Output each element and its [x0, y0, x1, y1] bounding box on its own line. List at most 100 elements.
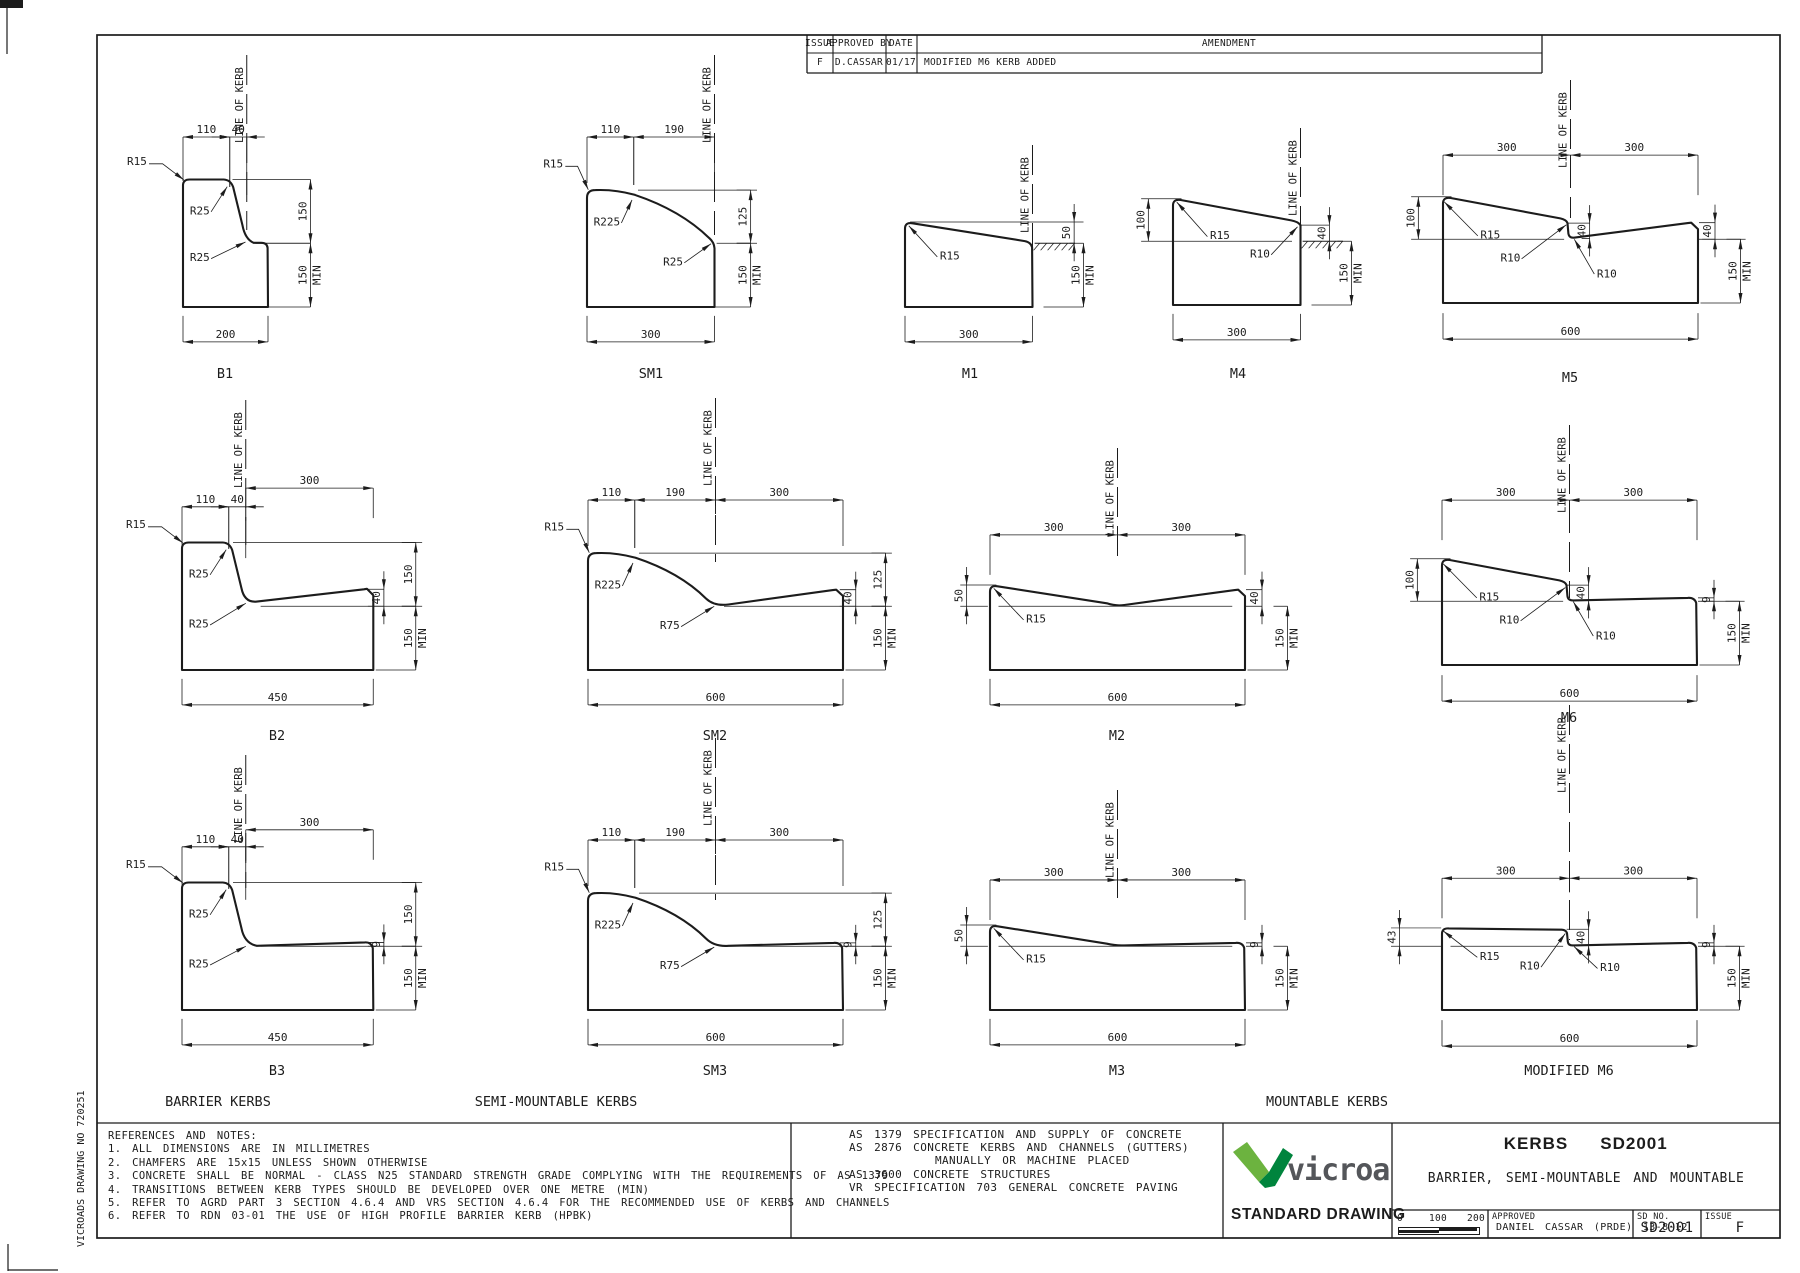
arrowhead	[246, 135, 257, 139]
arrowhead	[1443, 563, 1452, 573]
radius-label: R15	[126, 518, 146, 531]
radius-label: R25	[189, 618, 209, 631]
dim-label: 150	[402, 968, 415, 988]
dim-label: 300	[300, 816, 320, 829]
arrowhead	[1560, 153, 1571, 158]
kerb-outline-M1	[903, 222, 1034, 309]
arrowhead	[833, 1042, 843, 1047]
line-of-kerb-label: LINE OF KERB	[233, 412, 245, 488]
arrowhead	[588, 838, 598, 842]
dim-label: 150	[297, 265, 310, 285]
dim-min-label: MIN	[416, 628, 429, 648]
arrowhead	[1569, 498, 1580, 503]
dim-label: 40	[1575, 586, 1588, 599]
arrowhead	[220, 186, 228, 197]
kerb-outline-M2	[988, 585, 1247, 672]
hatch-tick	[1329, 241, 1336, 249]
arrowhead	[701, 243, 712, 252]
dim-label: 40	[231, 493, 244, 506]
line-of-kerb-label: LINE OF KERB	[1105, 460, 1117, 536]
logo-mark-light	[1233, 1142, 1269, 1182]
arrowhead	[1443, 337, 1453, 342]
radius-label: R15	[1026, 952, 1046, 965]
profile-label-MODIFIED M6: MODIFIED M6	[1524, 1063, 1613, 1079]
arrowhead	[219, 549, 227, 560]
line-of-kerb-label: LINE OF KERB	[1557, 717, 1569, 793]
leader-line	[149, 163, 185, 181]
dim-label: 300	[1227, 326, 1247, 339]
dim-label: 600	[1561, 325, 1581, 338]
dim-min-label: MIN	[886, 628, 899, 648]
kerb-outline-M4	[1171, 198, 1302, 307]
arrowhead	[1443, 153, 1453, 158]
arrowhead	[1235, 1042, 1245, 1047]
dim-label: 40	[232, 123, 245, 136]
logo-mark-dark	[1259, 1148, 1293, 1188]
arrowhead	[715, 838, 726, 842]
hatch-tick	[1315, 241, 1322, 249]
arrowhead	[1285, 660, 1290, 670]
arrowhead	[1574, 239, 1582, 249]
arrowhead	[1260, 932, 1264, 943]
dim-label: 150	[1070, 265, 1083, 285]
arrowhead	[413, 596, 418, 607]
radius-label: R75	[660, 619, 680, 632]
arrowhead	[1713, 212, 1717, 223]
line-of-kerb-label: LINE OF KERB	[1288, 140, 1300, 216]
hatch-tick	[1033, 243, 1040, 251]
arrowhead	[1687, 699, 1697, 704]
arrowhead	[624, 498, 635, 502]
title-subtitle: BARRIER, SEMI-MOUNTABLE AND MOUNTABLE	[1427, 1171, 1745, 1186]
arrowhead	[1081, 243, 1086, 254]
arrowhead	[1416, 229, 1421, 240]
arrowhead	[583, 882, 590, 893]
radius-label: R225	[595, 578, 622, 591]
hatch-tick	[1040, 243, 1047, 251]
amendment-issue-value: F	[816, 57, 824, 68]
arrowhead	[1349, 295, 1354, 305]
sd-no-label: SD NO.	[1637, 1212, 1670, 1222]
dim-min-label: MIN	[886, 968, 899, 988]
group-label: BARRIER KERBS	[165, 1094, 271, 1110]
arrowhead	[748, 297, 753, 307]
dim-min-label: MIN	[416, 968, 429, 988]
radius-label: R25	[189, 567, 209, 580]
hatch-tick	[1322, 241, 1329, 249]
dim-label: 300	[1171, 866, 1191, 879]
arrowhead	[1687, 1044, 1697, 1049]
arrowhead	[363, 702, 374, 707]
arrowhead	[1557, 933, 1566, 943]
arrowhead	[1687, 876, 1697, 881]
arrowhead	[236, 603, 246, 611]
arrowhead	[1688, 337, 1698, 342]
dim-label: 50	[953, 929, 966, 942]
dim-label: 125	[872, 910, 885, 930]
arrowhead	[1442, 699, 1452, 704]
arrowhead	[853, 946, 858, 957]
arrowhead	[1574, 946, 1583, 955]
radius-label: R225	[594, 215, 621, 228]
radius-label: R10	[1597, 268, 1617, 281]
arrowhead	[245, 844, 256, 849]
dim-label: 150	[1726, 968, 1739, 988]
arrowhead	[990, 1042, 1000, 1047]
arrowhead	[583, 542, 590, 553]
scale-bar-segment-2	[1439, 1228, 1477, 1231]
arrowhead	[705, 498, 716, 502]
radius-label: R10	[1600, 961, 1620, 974]
arrowhead	[1586, 600, 1591, 611]
arrowhead	[964, 575, 969, 585]
dim-label: 150	[1727, 261, 1740, 281]
arrowhead	[1569, 876, 1580, 881]
arrowhead	[883, 893, 888, 904]
kerb-outline-MODIFIED M6	[1440, 927, 1699, 1012]
arrowhead	[1556, 587, 1566, 596]
dim-label: 125	[737, 207, 750, 227]
dim-label: 9	[1248, 941, 1261, 948]
arrowhead	[748, 243, 753, 254]
arrowhead	[308, 243, 313, 254]
dim-label: 110	[195, 493, 215, 506]
arrowhead	[308, 233, 313, 244]
profile-label-SM2: SM2	[703, 728, 727, 744]
